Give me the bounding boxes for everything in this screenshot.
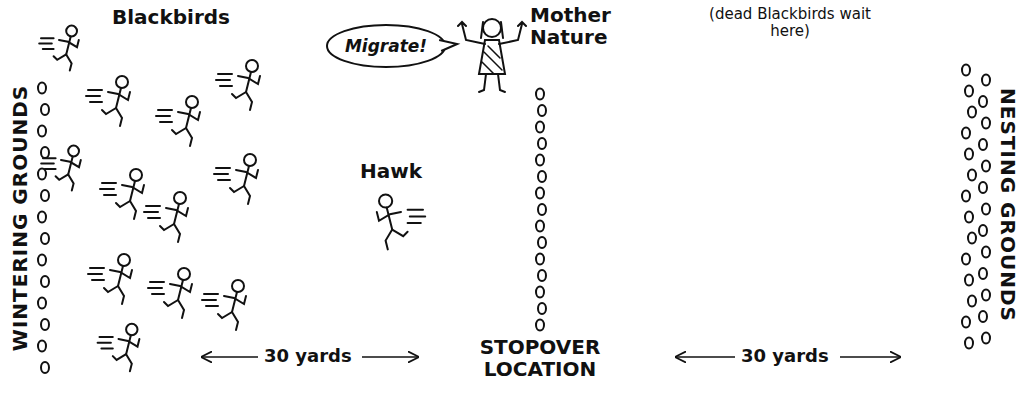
hawk-figure (377, 194, 425, 249)
cone (979, 182, 987, 193)
cone (979, 225, 987, 236)
cone (538, 105, 546, 116)
cone (982, 161, 990, 172)
stick-figures (39, 19, 526, 371)
cone (979, 311, 987, 322)
cone (38, 83, 46, 94)
area-label: Hawk (360, 160, 422, 182)
cone (41, 319, 49, 330)
cone (979, 139, 987, 150)
cone (38, 298, 46, 309)
cone (968, 107, 976, 118)
cone (536, 254, 544, 265)
blackbird-figure (86, 76, 130, 126)
cone (536, 320, 544, 331)
cone (38, 212, 46, 223)
bubble-text: Migrate! (345, 36, 427, 56)
cone (536, 155, 544, 166)
cone (538, 171, 546, 182)
cone (965, 338, 973, 349)
blackbird-figure (39, 26, 79, 71)
cone (962, 65, 970, 76)
cone (982, 204, 990, 215)
cone-markers (38, 65, 990, 374)
cone (38, 341, 46, 352)
cone (962, 191, 970, 202)
cone (38, 169, 46, 180)
area-label: 30 yards (264, 346, 352, 366)
vertical-area-label: NESTING GROUNDS (997, 88, 1019, 322)
cone (41, 190, 49, 201)
cone (38, 126, 46, 137)
cone (962, 317, 970, 328)
cone (41, 276, 49, 287)
cone (982, 333, 990, 344)
cone (538, 138, 546, 149)
cone (538, 204, 546, 215)
cone (982, 247, 990, 258)
area-label: STOPOVER LOCATION (470, 336, 610, 380)
cone (41, 147, 49, 158)
vertical-area-label: WINTERING GROUNDS (9, 85, 31, 351)
cone (982, 75, 990, 86)
blackbird-figure (98, 324, 140, 372)
cone (536, 188, 544, 199)
cone (979, 268, 987, 279)
cone (538, 270, 546, 281)
blackbird-figure (100, 169, 144, 219)
cone (968, 170, 976, 181)
cone (41, 362, 49, 373)
cone (536, 287, 544, 298)
area-label: (dead Blackbirds wait here) (690, 6, 890, 39)
cone (538, 303, 546, 314)
area-label: 30 yards (741, 346, 829, 366)
cone (41, 233, 49, 244)
cone (38, 255, 46, 266)
cone (536, 221, 544, 232)
blackbird-figure (216, 60, 260, 110)
cone (536, 89, 544, 100)
cone (962, 254, 970, 265)
blackbird-figure (144, 192, 188, 242)
cone (536, 122, 544, 133)
cone (965, 212, 973, 223)
mother-nature-figure (458, 19, 526, 92)
cone (982, 118, 990, 129)
area-label: Mother Nature (530, 4, 630, 48)
cone (965, 149, 973, 160)
cone (41, 104, 49, 115)
blackbird-figure (41, 146, 81, 191)
blackbird-figure (148, 268, 192, 318)
area-label: Blackbirds (112, 6, 230, 28)
speech-bubble: Migrate! (329, 26, 443, 66)
blackbird-figure (214, 154, 258, 204)
blackbird-figure (156, 96, 200, 146)
blackbird-figure (88, 254, 132, 304)
cone (979, 96, 987, 107)
cone (968, 233, 976, 244)
blackbird-figure (202, 280, 246, 330)
cone (982, 290, 990, 301)
cone (538, 237, 546, 248)
cone (962, 128, 970, 139)
cone (965, 86, 973, 97)
cone (968, 296, 976, 307)
cone (965, 275, 973, 286)
